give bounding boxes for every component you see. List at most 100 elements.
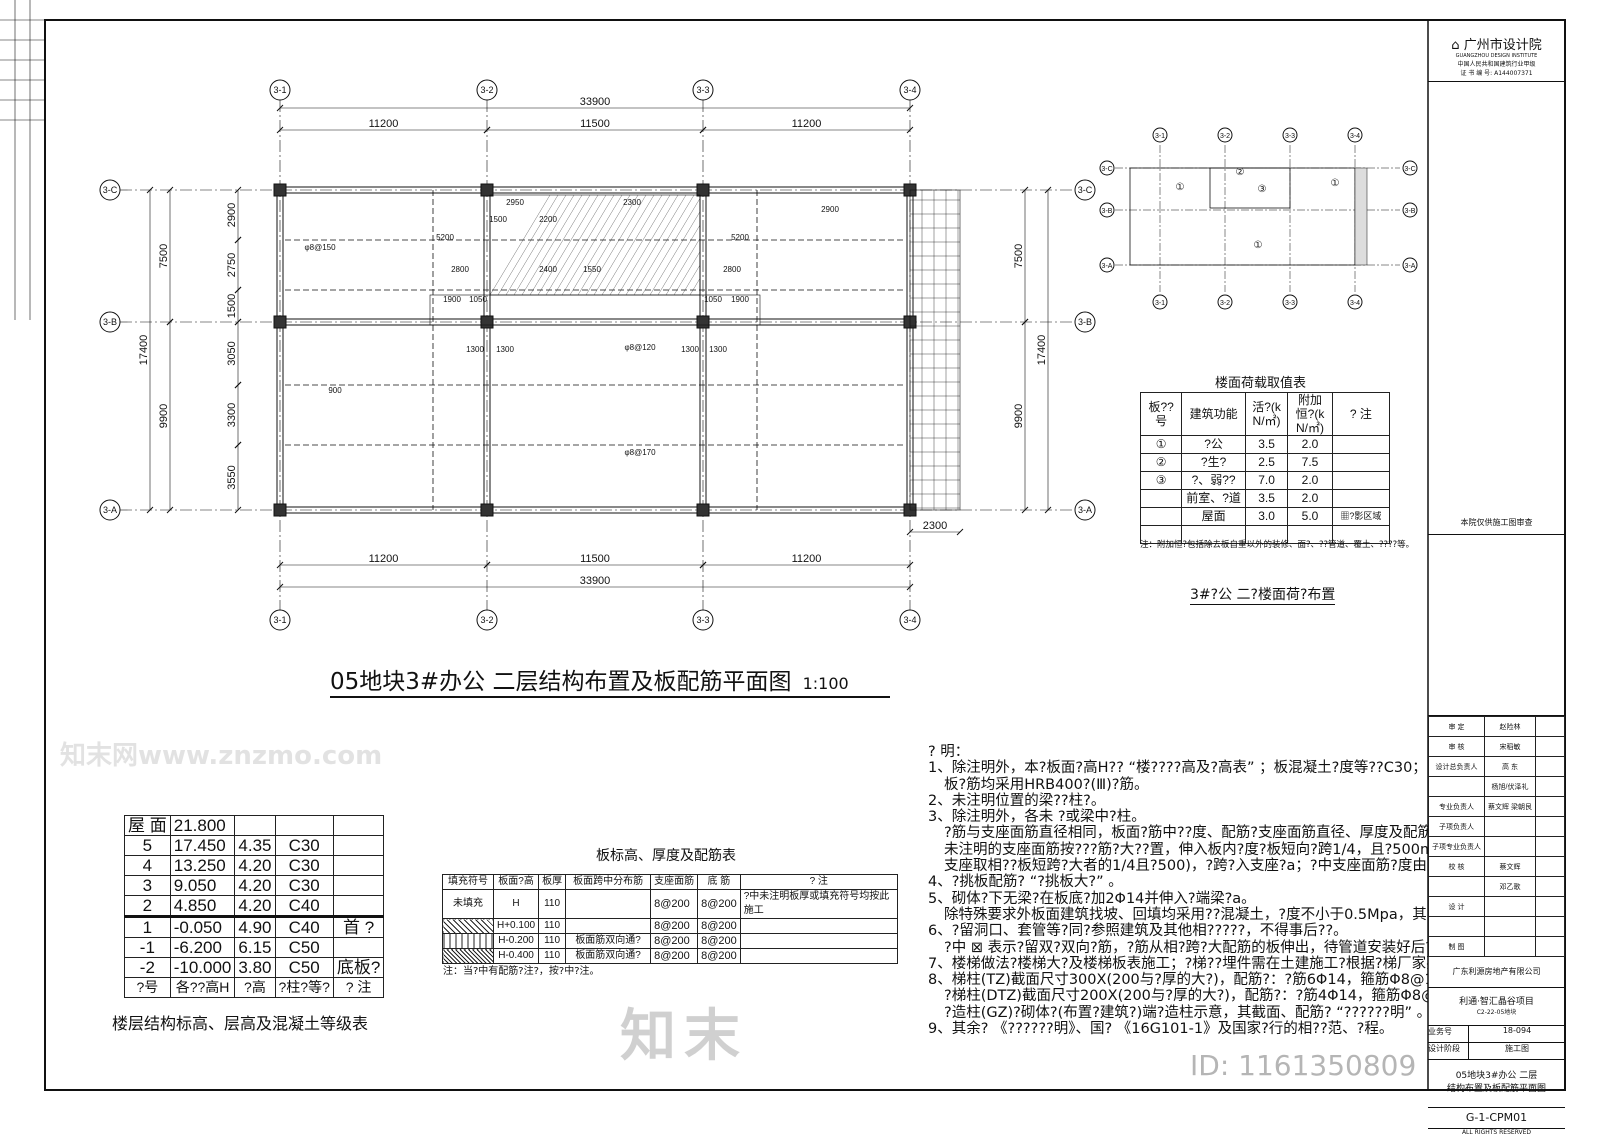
axis-label: 3-A bbox=[1405, 263, 1416, 270]
table-cell bbox=[234, 815, 276, 836]
axis-bubble bbox=[692, 79, 714, 101]
dimension-label: 2300 bbox=[923, 520, 947, 532]
plan-annotation: 2950 bbox=[506, 198, 524, 207]
dimension-tick bbox=[276, 126, 284, 134]
axis-label: 3-A bbox=[1102, 263, 1113, 270]
axis-label: 3-C bbox=[1404, 166, 1415, 173]
table-cell: 8@200 bbox=[697, 889, 741, 919]
notes-heading: ? 明： bbox=[928, 744, 970, 760]
hatch-line bbox=[497, 194, 559, 296]
table-cell bbox=[1534, 716, 1566, 737]
hatch-line bbox=[625, 194, 687, 296]
table-cell: 8@200 bbox=[697, 918, 741, 934]
column bbox=[480, 503, 494, 517]
table-cell: 21.800 bbox=[169, 815, 236, 836]
axis-bubble bbox=[1074, 179, 1096, 201]
table-cell: C30 bbox=[274, 835, 334, 856]
table-cell bbox=[739, 918, 898, 934]
axis-bubble bbox=[1402, 160, 1418, 176]
table-cell bbox=[1139, 525, 1183, 544]
table-cell bbox=[1484, 936, 1536, 957]
table-cell bbox=[332, 875, 385, 896]
hatch-line bbox=[665, 238, 701, 296]
table-cell bbox=[739, 948, 898, 964]
plan-labels: 3390011200112001150011500112001120033900… bbox=[138, 96, 1048, 587]
dimension-tick bbox=[699, 561, 707, 569]
dimension-label: 11200 bbox=[369, 553, 399, 565]
institute-en: GUANGZHOU DESIGN INSTITUTE bbox=[1455, 53, 1538, 59]
table-cell: 板??号 bbox=[1139, 392, 1183, 436]
dimension-tick bbox=[234, 186, 242, 194]
table-cell bbox=[332, 835, 385, 856]
table-cell: 底 筋 bbox=[697, 874, 741, 890]
table-cell: 屋 面 bbox=[124, 815, 171, 836]
table-cell: 板厚 bbox=[538, 874, 567, 890]
table-cell: 专业负责人 bbox=[1428, 796, 1485, 817]
table-cell: 3.5 bbox=[1244, 489, 1289, 508]
table-cell: 蔡文辉 bbox=[1484, 856, 1536, 877]
hatch-line bbox=[681, 264, 701, 296]
table-cell: 板面跨中分布筋 bbox=[565, 874, 652, 890]
hatch-line bbox=[577, 194, 639, 296]
table-cell bbox=[442, 948, 494, 964]
role-row: 杨旭/伏泽礼 bbox=[1428, 776, 1566, 797]
table-cell: 8@200 bbox=[650, 933, 699, 949]
dimension-tick bbox=[906, 104, 914, 112]
dimension-tick bbox=[1021, 186, 1029, 194]
table-cell bbox=[332, 937, 385, 958]
table-cell: ?中未注明板厚或填充符号均按此施工 bbox=[739, 889, 898, 919]
dimension-label: 9900 bbox=[158, 404, 170, 428]
general-notes: ? 明： 1、除注明外，本?板面?高H?? “楼????高及?高表” ；板混凝土… bbox=[928, 744, 1428, 1037]
dimension-tick bbox=[234, 506, 242, 514]
title-block: ⌂ 广州市设计院 GUANGZHOU DESIGN INSTITUTE 中国人民… bbox=[1428, 20, 1566, 1136]
hatch-line bbox=[529, 194, 591, 296]
table-cell bbox=[332, 855, 385, 876]
dimension-label: 3050 bbox=[226, 341, 238, 365]
note-line: ?造柱(GZ)?砌体?(布置?建筑?)端?造柱示意，其截面、配筋? “?????… bbox=[944, 1004, 1428, 1021]
zone-label: ① bbox=[1331, 178, 1340, 189]
table-cell: C40 bbox=[274, 916, 334, 938]
axis-bubble bbox=[476, 609, 498, 631]
table-cell: 3.0 bbox=[1244, 507, 1289, 526]
plan-annotation: 2300 bbox=[623, 198, 641, 207]
table-cell: 4 bbox=[124, 855, 171, 876]
plan-annotation: 2800 bbox=[451, 265, 469, 274]
axis-bubble bbox=[1074, 499, 1096, 521]
table-cell bbox=[1484, 836, 1536, 857]
table-cell: 校 核 bbox=[1428, 856, 1485, 877]
axis-bubble bbox=[1402, 257, 1418, 273]
load-plan-caption: 3#?公 二?楼面荷?布置 bbox=[1190, 584, 1336, 605]
table-cell: 4.90 bbox=[234, 916, 276, 938]
client: 广东利源房地产有限公司 bbox=[1428, 957, 1565, 988]
stamp-area: 本院仅供施工图审查 bbox=[1428, 82, 1565, 535]
watermark-logo: 知末 bbox=[620, 1004, 748, 1069]
plan-annotation: 5200 bbox=[436, 233, 454, 242]
dimension-tick bbox=[234, 286, 242, 294]
role-row bbox=[1428, 916, 1566, 937]
axis-label: 3-C bbox=[103, 185, 118, 195]
table-header: 填充符号板面?高板厚板面跨中分布筋支座面筋底 筋? 注 bbox=[442, 874, 898, 890]
slab-table-title: 板标高、厚度及配筋表 bbox=[596, 848, 736, 864]
axis-bubble bbox=[1152, 127, 1168, 143]
column bbox=[273, 315, 287, 329]
note-line: 4、?挑板配筋? “?挑板大?” 。 bbox=[928, 874, 1123, 891]
column bbox=[480, 183, 494, 197]
axis-label: 3-B bbox=[1102, 208, 1113, 215]
axis-label: 3-C bbox=[1078, 185, 1093, 195]
axis-bubble bbox=[1099, 202, 1115, 218]
role-row: 设计总负责人高 东 bbox=[1428, 756, 1566, 777]
column bbox=[480, 315, 494, 329]
table-cell: 7.0 bbox=[1244, 471, 1289, 490]
table-cell bbox=[1139, 507, 1183, 526]
table-cell: 3.80 bbox=[234, 957, 276, 978]
note-line: 板?筋均采用HRB400?(Ⅲ)?筋。 bbox=[944, 776, 1149, 793]
table-cell: -6.200 bbox=[169, 937, 236, 958]
plan-annotation: φ8@170 bbox=[624, 448, 656, 457]
axis-bubble bbox=[899, 609, 921, 631]
